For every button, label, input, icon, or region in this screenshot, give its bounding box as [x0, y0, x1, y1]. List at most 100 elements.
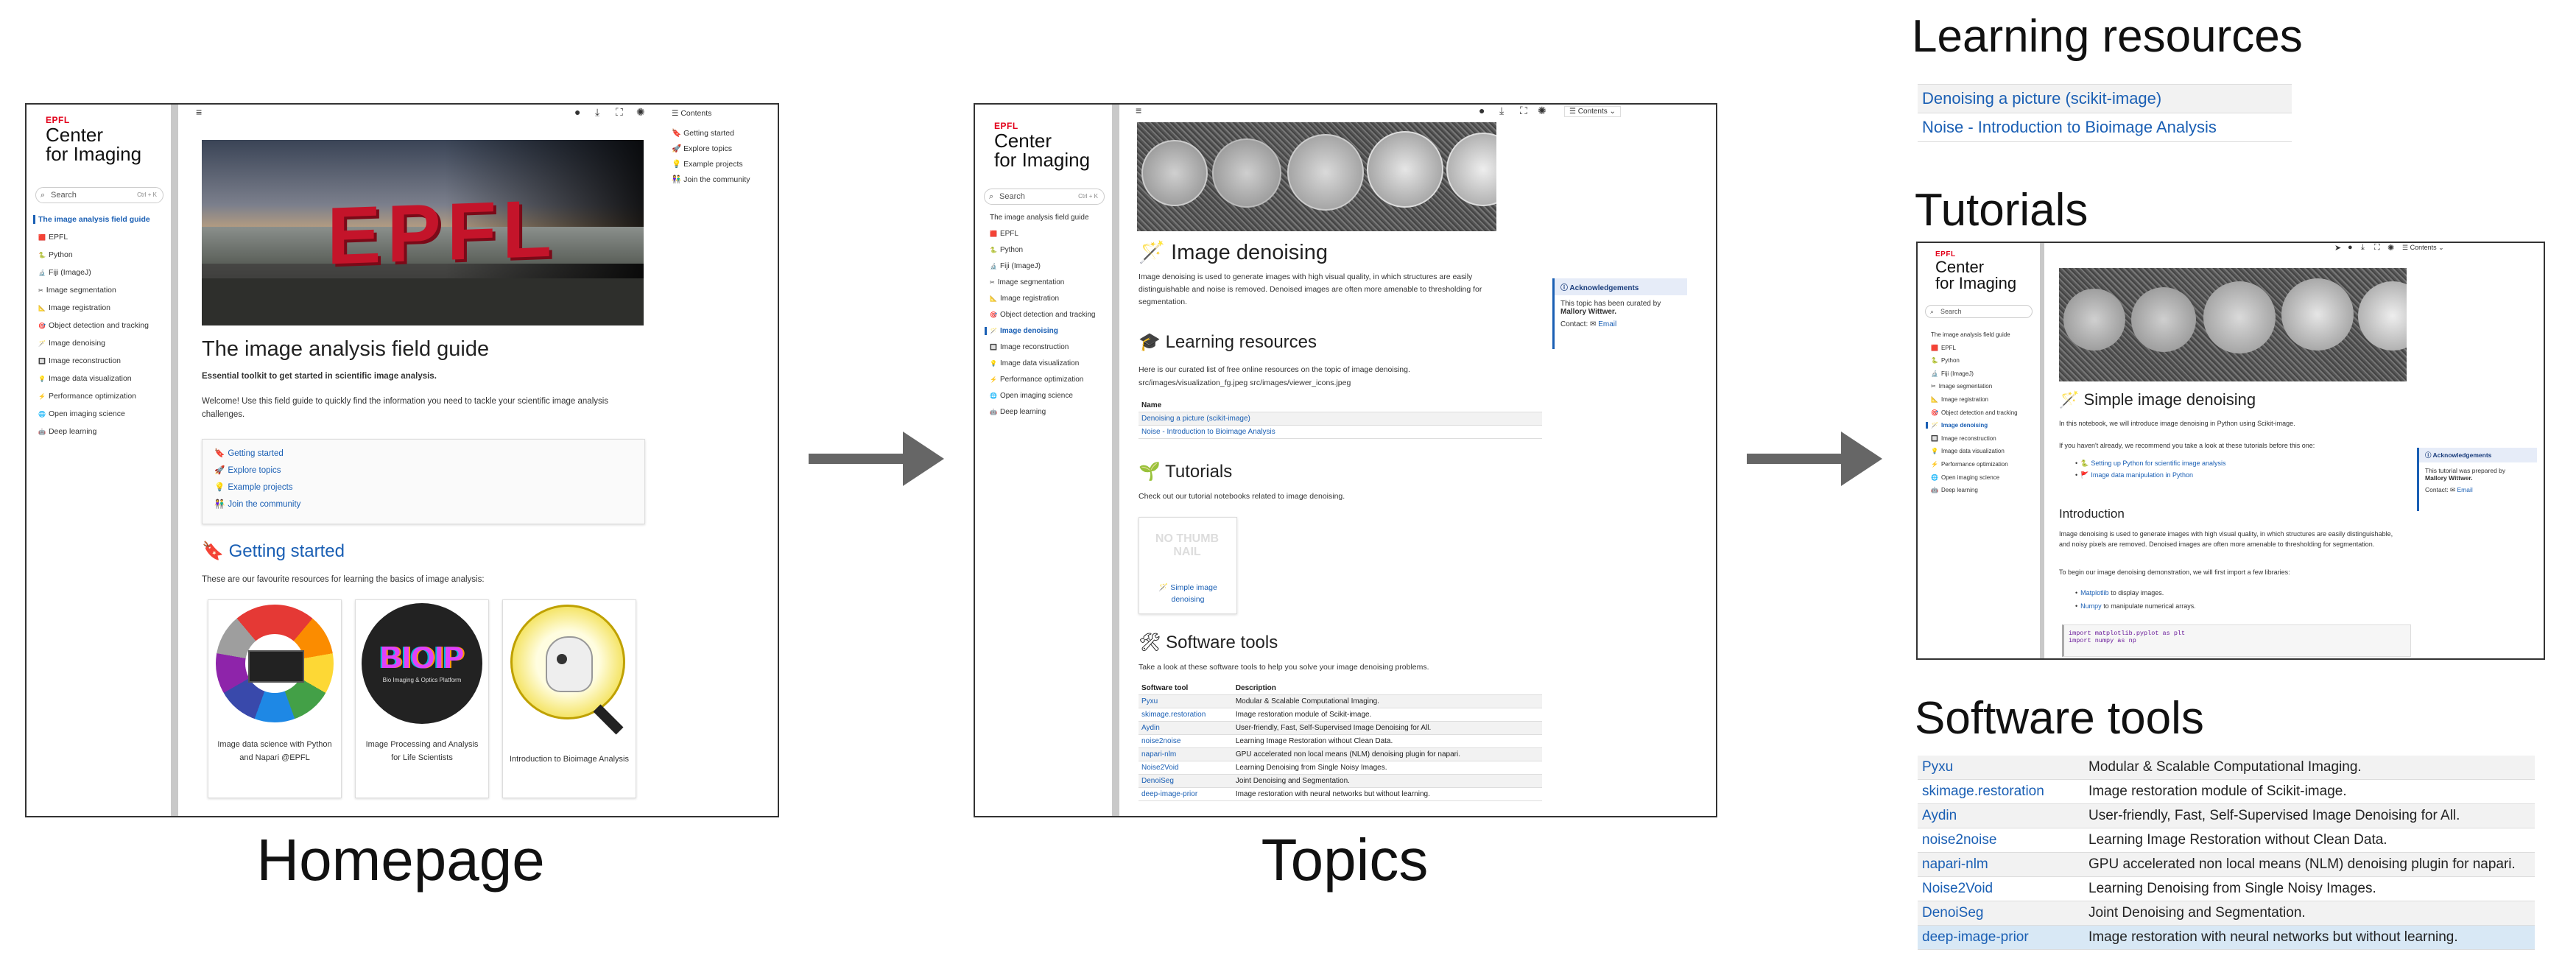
resource-card-2[interactable]: BIOIP Bio Imaging & Optics Platform Imag… [355, 599, 489, 798]
quick-link[interactable]: 👫Join the community [214, 498, 300, 511]
send-icon[interactable]: ➤ [2334, 244, 2342, 253]
sidebar-item[interactable]: 🤖Deep learning [38, 427, 96, 436]
sidebar-item[interactable]: 🪄Image denoising [38, 339, 105, 348]
menu-icon[interactable]: ≡ [1136, 105, 1142, 116]
tutorial-card[interactable]: NO THUMB NAIL 🪄 Simple image denoising [1139, 517, 1237, 614]
software-link[interactable]: deep-image-prior [1139, 787, 1233, 801]
sidebar-item[interactable]: 📐Image registration [1931, 396, 1988, 403]
software-link[interactable]: DenoiSeg [1918, 901, 2084, 926]
sidebar-item[interactable]: 🔬Fiji (ImageJ) [38, 268, 91, 277]
sidebar-item[interactable]: 🟥EPFL [38, 233, 68, 242]
software-link[interactable]: DenoiSeg [1139, 774, 1233, 788]
theme-icon[interactable]: ✺ [1538, 105, 1546, 116]
software-link[interactable]: Noise2Void [1918, 876, 2084, 901]
search-input[interactable]: ⌕ Search Ctrl + K [984, 189, 1105, 205]
software-link[interactable]: skimage.restoration [1139, 708, 1233, 722]
software-link[interactable]: noise2noise [1139, 734, 1233, 748]
github-icon[interactable]: ● [2348, 243, 2353, 252]
software-link[interactable]: Noise2Void [1139, 761, 1233, 775]
sidebar-item[interactable]: ⚡Performance optimization [38, 392, 136, 401]
theme-icon[interactable]: ✺ [2387, 244, 2395, 253]
sidebar-item[interactable]: 💡Image data visualization [38, 374, 132, 383]
software-link[interactable]: Pyxu [1918, 756, 2084, 780]
lib-link[interactable]: Numpy [2080, 602, 2102, 610]
resource-link[interactable]: Noise - Introduction to Bioimage Analysi… [1139, 425, 1542, 439]
sidebar-item[interactable]: ✂Image segmentation [990, 278, 1064, 286]
toc-item[interactable]: 👫Join the community [672, 175, 750, 184]
sidebar-item[interactable]: 🐍Python [990, 246, 1023, 254]
software-link[interactable]: noise2noise [1918, 828, 2084, 853]
sidebar-item[interactable]: ✂Image segmentation [38, 286, 116, 295]
sidebar-item[interactable]: 🤖Deep learning [1931, 487, 1978, 493]
theme-icon[interactable]: ✺ [636, 106, 645, 118]
fullscreen-icon[interactable]: ⛶ [1520, 105, 1527, 116]
sidebar-item[interactable]: 🔲Image reconstruction [990, 343, 1069, 351]
download-icon[interactable]: ⤓ [2361, 243, 2365, 252]
sidebar-item[interactable]: 🎯Object detection and tracking [38, 321, 149, 330]
prereq-link[interactable]: •🐍Setting up Python for scientific image… [2075, 458, 2225, 468]
software-link[interactable]: skimage.restoration [1918, 779, 2084, 804]
github-icon[interactable]: ● [1479, 105, 1485, 116]
quick-link[interactable]: 💡Example projects [214, 481, 293, 494]
sidebar-item[interactable]: 🐍Python [38, 250, 73, 259]
ack-email-link[interactable]: Email [2457, 486, 2473, 493]
sidebar-item[interactable]: 🔲Image reconstruction [1931, 435, 1996, 442]
sidebar-item[interactable]: 📐Image registration [990, 295, 1059, 303]
software-link[interactable]: Aydin [1918, 803, 2084, 828]
software-link[interactable]: napari-nlm [1139, 747, 1233, 761]
menu-icon[interactable]: ≡ [196, 106, 203, 118]
quick-link[interactable]: 🚀Explore topics [214, 464, 281, 477]
resource-link[interactable]: Denoising a picture (scikit-image) [1139, 412, 1542, 426]
software-link[interactable]: Pyxu [1139, 694, 1233, 708]
sidebar-item[interactable]: 🟥EPFL [990, 230, 1018, 238]
fullscreen-icon[interactable]: ⛶ [2374, 243, 2380, 252]
contents-dropdown[interactable]: ☰ Contents ⌄ [2402, 244, 2444, 252]
sidebar-item[interactable]: 🟥EPFL [1931, 345, 1956, 351]
software-link[interactable]: napari-nlm [1918, 852, 2084, 877]
sidebar-item[interactable]: 🐍Python [1931, 357, 1960, 364]
toc-item[interactable]: 🔖Getting started [672, 128, 734, 138]
sidebar-item[interactable]: 🔬Fiji (ImageJ) [1931, 370, 1974, 377]
sidebar-item[interactable]: 🌐Open imaging science [38, 409, 125, 418]
fullscreen-icon[interactable]: ⛶ [616, 106, 623, 118]
github-icon[interactable]: ● [574, 106, 581, 118]
sidebar-item[interactable]: 🔲Image reconstruction [38, 356, 121, 365]
sidebar-item[interactable]: 🪄Image denoising [1926, 422, 1988, 429]
software-link[interactable]: Aydin [1139, 721, 1233, 735]
sidebar-item[interactable]: ✂Image segmentation [1931, 383, 1992, 390]
sidebar-item[interactable]: ⚡Performance optimization [990, 376, 1083, 384]
search-input[interactable]: ⌕ Search [1925, 305, 2033, 318]
sidebar-item[interactable]: 🔬Fiji (ImageJ) [990, 262, 1041, 270]
software-link[interactable]: deep-image-prior [1918, 925, 2084, 950]
sidebar-item[interactable]: 🌐Open imaging science [1931, 474, 1999, 481]
tutorial-p1: In this notebook, we will introduce imag… [2059, 420, 2295, 427]
sidebar-item[interactable]: 🤖Deep learning [990, 408, 1046, 416]
toc-item[interactable]: 💡Example projects [672, 159, 743, 169]
sidebar-item[interactable]: The image analysis field guide [33, 215, 150, 224]
resource-card-1[interactable]: Image data science with Python and Napar… [208, 599, 342, 798]
sidebar-item[interactable]: The image analysis field guide [1931, 331, 2010, 338]
tutorial-link[interactable]: 🪄 Simple image denoising [1145, 582, 1231, 606]
resource-link[interactable]: Denoising a picture (scikit-image) [1918, 84, 2292, 113]
sidebar-item[interactable]: 🌐Open imaging science [990, 392, 1073, 400]
sidebar-item[interactable]: 🎯Object detection and tracking [990, 311, 1096, 319]
resource-link[interactable]: Noise - Introduction to Bioimage Analysi… [1918, 113, 2292, 142]
sidebar-item[interactable]: 💡Image data visualization [990, 359, 1079, 367]
search-input[interactable]: ⌕ Search Ctrl + K [35, 187, 163, 203]
sidebar-item[interactable]: 🪄Image denoising [985, 327, 1058, 335]
quick-link[interactable]: 🔖Getting started [214, 447, 284, 460]
prereq-link[interactable]: •🚩Image data manipulation in Python [2075, 470, 2193, 480]
sidebar-item[interactable]: 💡Image data visualization [1931, 448, 2005, 454]
contents-dropdown[interactable]: ☰ Contents ⌄ [1564, 106, 1621, 117]
sidebar-item[interactable]: The image analysis field guide [990, 214, 1089, 222]
ack-email-link[interactable]: Email [1598, 320, 1617, 328]
toc-item[interactable]: 🚀Explore topics [672, 144, 732, 153]
resource-card-3[interactable]: Introduction to Bioimage Analysis [502, 599, 636, 798]
download-icon[interactable]: ⤓ [595, 106, 600, 118]
sidebar-item[interactable]: 📐Image registration [38, 303, 110, 312]
download-icon[interactable]: ⤓ [1499, 105, 1505, 116]
lib-link[interactable]: Matplotlib [2080, 589, 2109, 596]
sidebar-item[interactable]: ⚡Performance optimization [1931, 461, 2008, 468]
sidebar-item[interactable]: 🎯Object detection and tracking [1931, 409, 2018, 416]
